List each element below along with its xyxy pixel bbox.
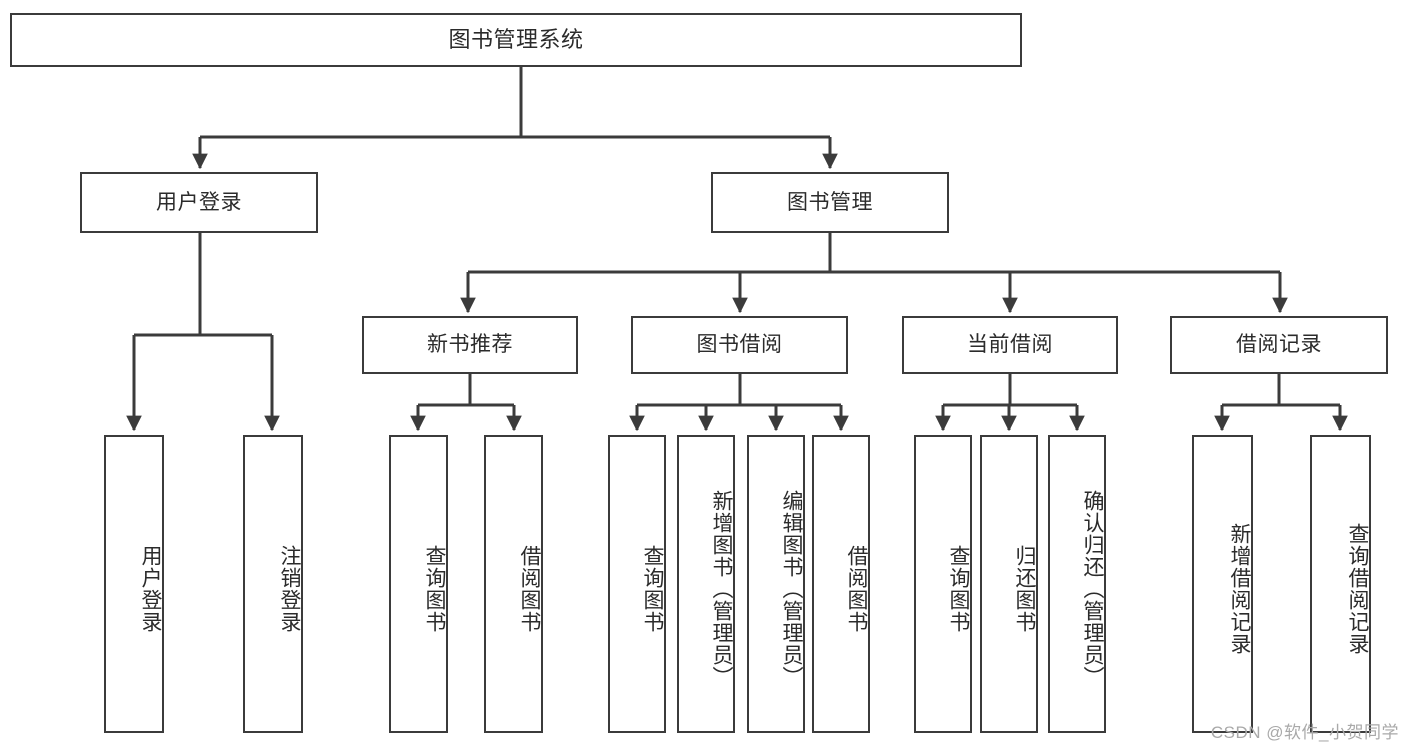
node-book-borrow-label: 图书借阅: [696, 333, 783, 357]
node-leaf-borrow-book-1[interactable]: 借阅图书: [484, 435, 543, 733]
node-leaf-user-login-label: 用户登录: [139, 545, 162, 633]
node-leaf-query-book-2[interactable]: 查询图书: [608, 435, 666, 733]
node-user-login-label: 用户登录: [156, 190, 242, 214]
node-leaf-confirm-return-label: 确认归还（管理员）: [1081, 490, 1104, 688]
node-leaf-borrow-book-2[interactable]: 借阅图书: [812, 435, 870, 733]
node-leaf-add-book-label: 新增图书（管理员）: [710, 490, 733, 688]
node-current-borrow[interactable]: 当前借阅: [902, 316, 1118, 374]
node-leaf-return-book[interactable]: 归还图书: [980, 435, 1038, 733]
node-leaf-query-record[interactable]: 查询借阅记录: [1310, 435, 1371, 733]
node-leaf-query-book-2-label: 查询图书: [641, 545, 664, 633]
node-leaf-edit-book[interactable]: 编辑图书（管理员）: [747, 435, 805, 733]
node-leaf-query-book-3-label: 查询图书: [947, 545, 970, 633]
node-leaf-user-login[interactable]: 用户登录: [104, 435, 164, 733]
node-leaf-add-record[interactable]: 新增借阅记录: [1192, 435, 1253, 733]
node-leaf-add-book[interactable]: 新增图书（管理员）: [677, 435, 735, 733]
node-book-management-label: 图书管理: [787, 190, 873, 214]
node-leaf-edit-book-label: 编辑图书（管理员）: [780, 490, 803, 688]
node-leaf-logout-label: 注销登录: [278, 545, 301, 633]
csdn-watermark: CSDN @软件_小贺同学: [1210, 723, 1399, 742]
node-leaf-confirm-return[interactable]: 确认归还（管理员）: [1048, 435, 1106, 733]
node-leaf-query-record-label: 查询借阅记录: [1346, 523, 1369, 655]
node-leaf-return-book-label: 归还图书: [1013, 545, 1036, 633]
node-leaf-logout[interactable]: 注销登录: [243, 435, 303, 733]
node-leaf-query-book-1[interactable]: 查询图书: [389, 435, 448, 733]
node-root-label: 图书管理系统: [448, 26, 584, 52]
node-root[interactable]: 图书管理系统: [10, 13, 1022, 67]
node-leaf-borrow-book-2-label: 借阅图书: [845, 545, 868, 633]
node-current-borrow-label: 当前借阅: [967, 333, 1053, 357]
node-book-management[interactable]: 图书管理: [711, 172, 949, 233]
node-user-login[interactable]: 用户登录: [80, 172, 318, 233]
node-new-book-recommend-label: 新书推荐: [427, 333, 513, 357]
node-book-borrow[interactable]: 图书借阅: [631, 316, 848, 374]
node-leaf-borrow-book-1-label: 借阅图书: [518, 545, 541, 633]
node-leaf-add-record-label: 新增借阅记录: [1228, 523, 1251, 655]
node-leaf-query-book-3[interactable]: 查询图书: [914, 435, 972, 733]
node-new-book-recommend[interactable]: 新书推荐: [362, 316, 578, 374]
node-leaf-query-book-1-label: 查询图书: [423, 545, 446, 633]
node-borrow-record-label: 借阅记录: [1236, 333, 1322, 357]
node-borrow-record[interactable]: 借阅记录: [1170, 316, 1388, 374]
